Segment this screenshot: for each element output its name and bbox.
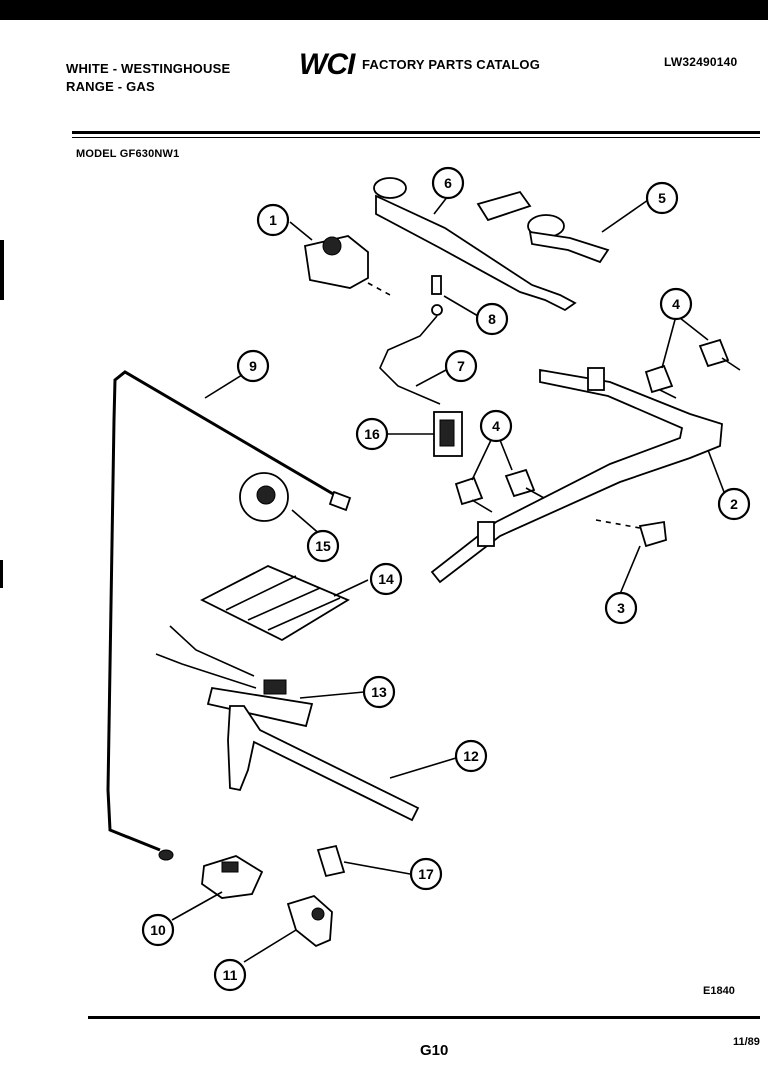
svg-text:5: 5 <box>658 190 666 206</box>
callout-5: 5 <box>645 181 679 215</box>
part-11-bracket <box>286 894 333 948</box>
callout-16: 16 <box>355 417 389 451</box>
callout-2: 2 <box>717 487 751 521</box>
svg-text:15: 15 <box>315 538 331 554</box>
part-4-valves-mid <box>454 468 545 513</box>
svg-text:6: 6 <box>444 175 452 191</box>
svg-text:17: 17 <box>418 866 434 882</box>
part-1-regulator <box>303 235 393 297</box>
callout-6: 6 <box>431 166 465 200</box>
callout-4-upper: 4 <box>659 287 693 321</box>
page-number: G10 <box>420 1042 449 1059</box>
header-rule <box>72 131 760 134</box>
callout-1: 1 <box>256 203 290 237</box>
callout-9: 9 <box>236 349 270 383</box>
brand-line-2: RANGE - GAS <box>66 79 155 94</box>
edge-mark <box>0 560 3 588</box>
svg-text:8: 8 <box>488 311 496 327</box>
svg-text:3: 3 <box>617 600 625 616</box>
header-rule-thin <box>72 137 760 138</box>
callout-8: 8 <box>475 302 509 336</box>
top-black-bar <box>0 0 768 20</box>
part-13-igniter <box>155 625 314 728</box>
part-3-bracket <box>638 520 667 548</box>
part-15-orifice <box>239 472 289 522</box>
part-2-manifold <box>430 367 723 584</box>
revision-date: 11/89 <box>733 1036 760 1048</box>
callout-17: 17 <box>409 857 443 891</box>
callout-14: 14 <box>369 562 403 596</box>
svg-text:1: 1 <box>269 212 277 228</box>
svg-text:11: 11 <box>223 967 238 983</box>
svg-text:2: 2 <box>730 496 738 512</box>
callout-13: 13 <box>362 675 396 709</box>
leader-lines <box>171 195 725 963</box>
model-label: MODEL GF630NW1 <box>76 148 180 160</box>
part-5-6-top-burners <box>373 177 610 312</box>
part-17-clip <box>316 844 346 878</box>
part-16-spark-module <box>433 411 463 457</box>
drawing-code: E1840 <box>703 985 735 997</box>
footer-rule <box>88 1016 760 1019</box>
callout-12: 12 <box>454 739 488 773</box>
callout-15: 15 <box>306 529 340 563</box>
part-14-shield <box>200 565 350 642</box>
part-4-valves-upper <box>644 338 741 399</box>
catalog-number: LW32490140 <box>664 55 738 69</box>
svg-text:7: 7 <box>457 358 465 374</box>
svg-text:13: 13 <box>371 684 387 700</box>
part-12-oven-burner <box>227 705 420 822</box>
part-10-part <box>201 855 264 899</box>
svg-text:16: 16 <box>364 426 380 442</box>
wci-logo: WCI <box>299 48 355 81</box>
svg-text:4: 4 <box>672 296 680 312</box>
svg-text:12: 12 <box>463 748 479 764</box>
svg-text:9: 9 <box>249 358 257 374</box>
edge-mark <box>0 240 4 300</box>
svg-text:14: 14 <box>378 571 394 587</box>
callout-4-mid: 4 <box>479 409 513 443</box>
callout-11: 11 <box>213 958 247 992</box>
brand-line-1: WHITE - WESTINGHOUSE <box>66 61 231 76</box>
callout-7: 7 <box>444 349 478 383</box>
catalog-title: FACTORY PARTS CATALOG <box>362 57 541 72</box>
callout-3: 3 <box>604 591 638 625</box>
svg-text:10: 10 <box>150 922 166 938</box>
callout-10: 10 <box>141 913 175 947</box>
svg-text:4: 4 <box>492 418 500 434</box>
part-8-clip <box>379 275 443 405</box>
part-9-gas-tube <box>106 370 352 861</box>
